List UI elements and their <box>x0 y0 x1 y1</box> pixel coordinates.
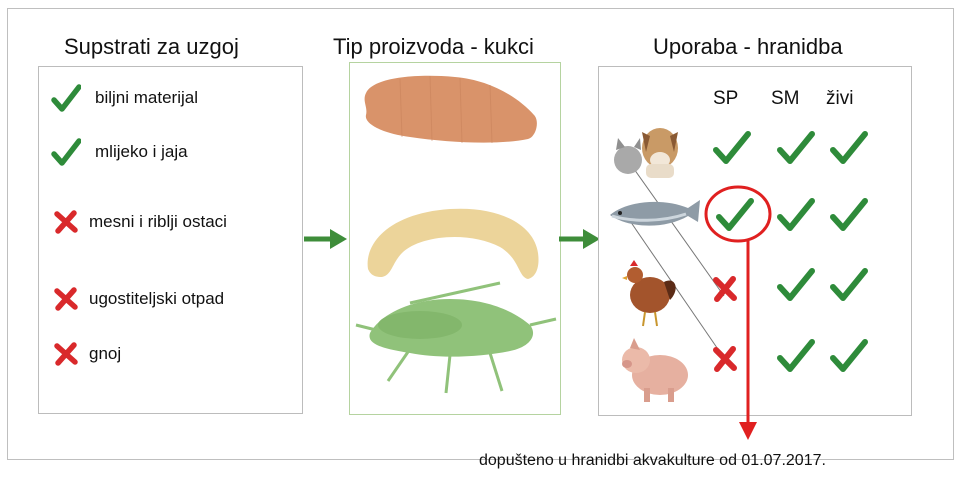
substrate-label: mesni i riblji ostaci <box>89 212 227 231</box>
column-header-sm: SM <box>771 88 800 109</box>
brown-larva-icon <box>364 75 537 144</box>
substrates-box: biljni materijal mlijeko i jaja mesni i … <box>38 66 303 414</box>
substrates-heading: Supstrati za uzgoj <box>64 34 239 59</box>
cross-icon <box>53 341 79 367</box>
aquaculture-footnote: dopušteno u hranidbi akvakulture od 01.0… <box>479 452 826 469</box>
substrate-item-manure: gnoj <box>53 341 121 367</box>
insect-illustrations <box>355 75 557 394</box>
substrate-label: biljni materijal <box>95 88 198 107</box>
check-icon <box>713 131 751 164</box>
highlight-marker <box>704 185 772 440</box>
product-heading: Tip proizvoda - kukci <box>333 34 534 59</box>
pig-icon <box>622 338 688 402</box>
substrate-label: mlijeko i jaja <box>95 142 188 161</box>
cross-icon <box>53 209 79 235</box>
check-icon <box>777 268 815 301</box>
check-icon <box>830 339 868 372</box>
check-icon <box>830 268 868 301</box>
substrate-item-catering-waste: ugostiteljski otpad <box>53 286 224 312</box>
flow-arrow-1 <box>302 226 348 252</box>
cat-dog-icon <box>614 128 678 178</box>
substrate-label: ugostiteljski otpad <box>89 289 225 308</box>
usage-heading: Uporaba - hranidba <box>653 34 843 59</box>
check-icon <box>51 83 81 113</box>
check-icon <box>830 198 868 231</box>
usage-marks <box>713 131 868 372</box>
check-icon <box>777 131 815 164</box>
check-icon <box>830 131 868 164</box>
cross-icon <box>53 286 79 312</box>
cricket-icon <box>355 281 557 394</box>
substrate-item-milk-eggs: mlijeko i jaja <box>51 137 188 167</box>
chicken-icon <box>622 260 676 327</box>
flow-arrow-2 <box>557 226 601 252</box>
check-icon <box>777 198 815 231</box>
check-icon <box>777 339 815 372</box>
substrate-label: gnoj <box>89 344 122 363</box>
figure-frame <box>7 8 954 460</box>
substrate-item-meat-fish: mesni i riblji ostaci <box>53 209 227 235</box>
fish-icon <box>610 200 700 226</box>
cross-icon <box>713 346 737 372</box>
cross-icon <box>713 276 737 302</box>
check-icon <box>51 137 81 167</box>
column-header-zivi: živi <box>826 88 854 109</box>
substrate-item-plant: biljni materijal <box>51 83 198 113</box>
column-header-sp: SP <box>713 88 739 109</box>
product-box <box>349 62 561 415</box>
yellow-larva-icon <box>367 208 539 279</box>
check-icon <box>716 198 754 231</box>
